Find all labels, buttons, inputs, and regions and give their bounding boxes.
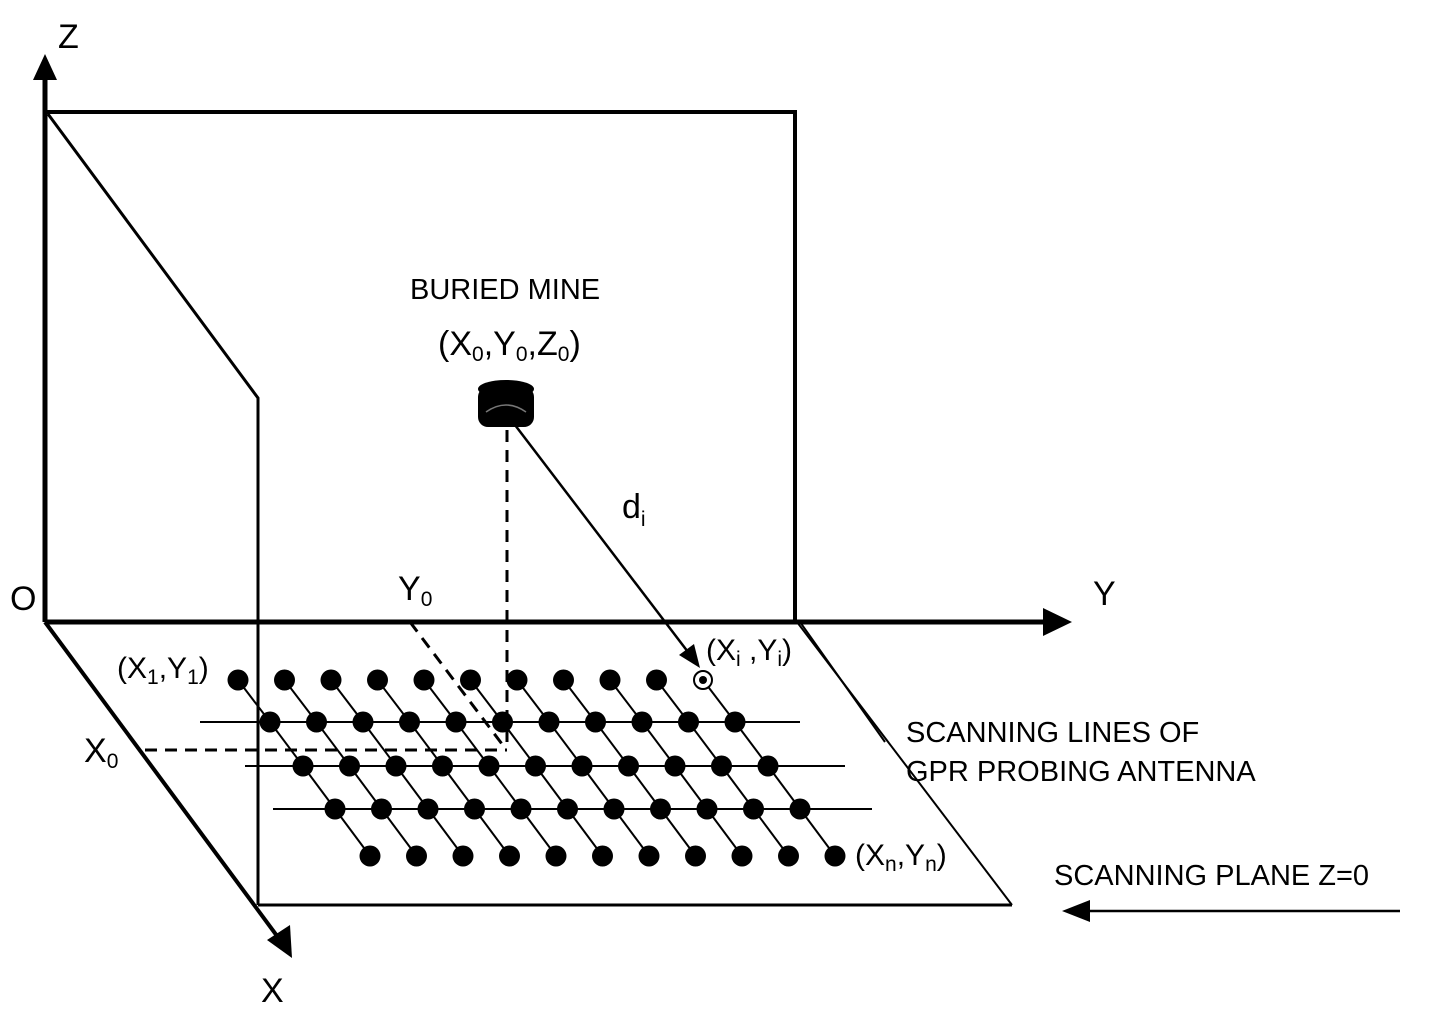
y0-label: Y0 xyxy=(398,570,432,611)
x-axis-arrowhead xyxy=(267,925,292,958)
z-axis xyxy=(33,54,57,622)
scan-point xyxy=(292,755,314,777)
scanning-lines-annotation-line2: GPR PROBING ANTENNA xyxy=(906,756,1256,788)
scan-point xyxy=(599,669,621,691)
scan-point xyxy=(506,669,528,691)
scan-point xyxy=(743,798,764,820)
scanning-plane-annotation: SCANNING PLANE Z=0 xyxy=(1054,860,1369,892)
scan-point xyxy=(432,755,453,777)
scan-point xyxy=(399,711,420,733)
scan-point xyxy=(359,845,381,867)
scan-point xyxy=(638,845,660,867)
scan-point xyxy=(650,798,671,820)
x-axis xyxy=(43,620,292,958)
scan-point xyxy=(452,845,474,867)
scan-point xyxy=(478,755,500,777)
scan-point xyxy=(603,798,625,820)
scan-point xyxy=(413,669,435,691)
scan-point xyxy=(585,711,606,733)
x-axis-line xyxy=(43,620,282,942)
scan-point xyxy=(320,669,342,691)
y-axis-label: Y xyxy=(1093,575,1116,613)
current-scan-point-core xyxy=(699,676,707,684)
scan-point xyxy=(352,711,374,733)
scan-point xyxy=(824,845,846,867)
scan-point xyxy=(306,711,327,733)
scan-point xyxy=(789,798,811,820)
z-axis-label: Z xyxy=(58,18,79,56)
buried-mine-icon xyxy=(478,380,534,427)
scan-point xyxy=(696,798,718,820)
first-point-label: (X1,Y1) xyxy=(117,652,209,689)
scan-point xyxy=(724,711,746,733)
scan-point xyxy=(731,845,753,867)
scan-point xyxy=(259,711,281,733)
scan-point xyxy=(445,711,467,733)
scanning-plane-arrowhead xyxy=(1062,900,1090,922)
side-plane-edge xyxy=(46,113,260,905)
scanning-plane xyxy=(258,621,1013,907)
scan-point xyxy=(464,798,485,820)
scan-point xyxy=(618,755,639,777)
scan-point xyxy=(510,798,532,820)
scan-point xyxy=(525,755,546,777)
scan-point xyxy=(553,669,574,691)
scan-point xyxy=(460,669,481,691)
mine-coordinates: (X0,Y0,Z0) xyxy=(438,325,581,366)
scan-point xyxy=(592,845,613,867)
scanning-lines-annotation-line1: SCANNING LINES OF xyxy=(906,717,1199,749)
last-point-label: (Xn,Yn) xyxy=(855,839,947,876)
scan-point xyxy=(499,845,520,867)
vertical-plane-top-edge xyxy=(45,110,797,620)
scan-point xyxy=(339,755,360,777)
scan-point xyxy=(492,711,513,733)
vertical-plane xyxy=(45,110,797,620)
scan-point xyxy=(417,798,439,820)
projection-lines xyxy=(145,430,509,752)
scan-point xyxy=(545,845,567,867)
x0-label: X0 xyxy=(84,732,118,773)
scan-point xyxy=(274,669,295,691)
z-axis-arrowhead xyxy=(33,54,57,80)
y-axis-arrowhead xyxy=(1043,608,1072,636)
scan-point xyxy=(778,845,799,867)
scan-point xyxy=(646,669,667,691)
scanning-plane-arrow xyxy=(1062,900,1400,922)
side-plane xyxy=(46,113,260,905)
scan-point xyxy=(571,755,593,777)
distance-arrow xyxy=(514,424,700,668)
mine-title: BURIED MINE xyxy=(410,274,600,306)
scanning-plane-pointer xyxy=(799,621,886,743)
scan-point xyxy=(406,845,427,867)
scan-point xyxy=(631,711,653,733)
scan-point xyxy=(371,798,392,820)
scan-point xyxy=(685,845,706,867)
current-point-label: (Xi ,Yi) xyxy=(706,634,792,671)
x-axis-label: X xyxy=(261,972,284,1010)
scan-point xyxy=(227,669,249,691)
y-axis xyxy=(45,608,1072,636)
scan-point xyxy=(324,798,346,820)
scan-point xyxy=(664,755,686,777)
distance-label: di xyxy=(622,488,646,531)
scan-point xyxy=(678,711,699,733)
scan-point xyxy=(557,798,578,820)
distance-arrowhead xyxy=(679,644,700,668)
origin-label: O xyxy=(10,580,36,618)
scan-point xyxy=(538,711,560,733)
scan-point xyxy=(367,669,388,691)
y0-projection xyxy=(408,621,507,749)
scan-point xyxy=(385,755,407,777)
scan-points xyxy=(227,669,846,867)
scan-point xyxy=(711,755,732,777)
scan-point xyxy=(757,755,779,777)
